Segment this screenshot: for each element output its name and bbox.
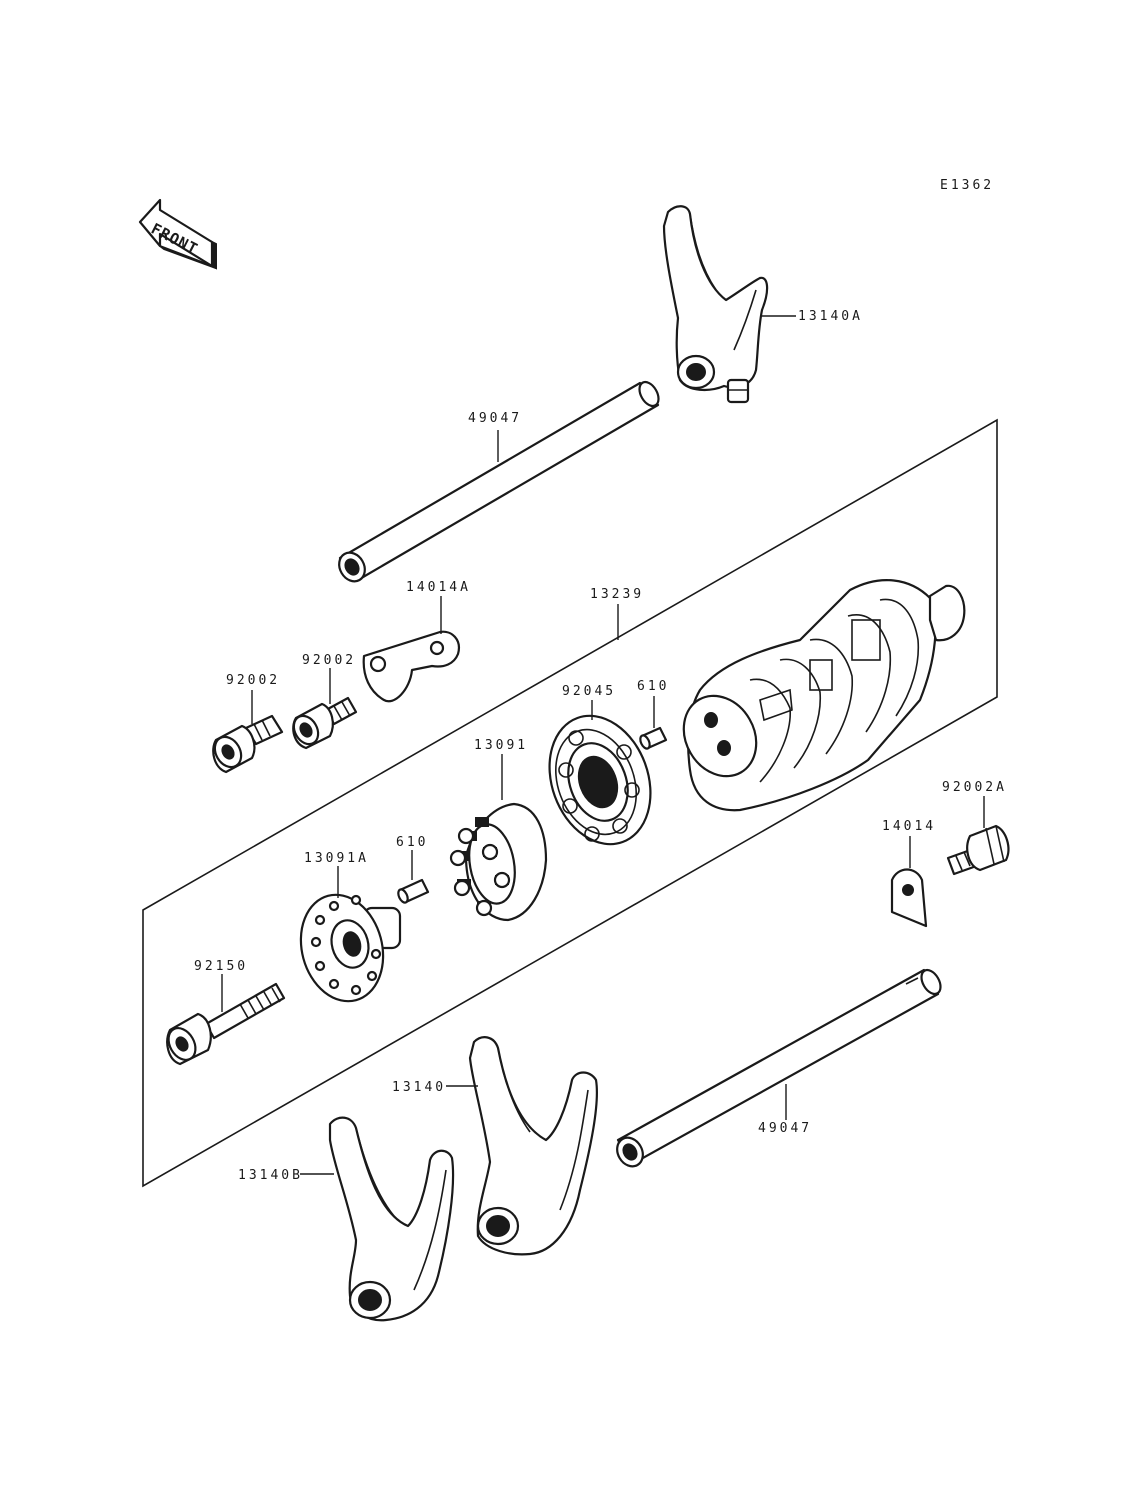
- shift-fork-13140b: [328, 1116, 455, 1322]
- pin-610-left: [397, 878, 430, 904]
- bolt-92150: [166, 982, 286, 1066]
- label-13140a: 13140A: [798, 309, 863, 324]
- label-92002a: 92002A: [942, 780, 1007, 795]
- label-13239: 13239: [590, 587, 644, 602]
- bolt-92002a: [946, 824, 1010, 876]
- label-610-left: 610: [396, 835, 428, 850]
- label-13140: 13140: [392, 1080, 446, 1095]
- label-92045: 92045: [562, 684, 616, 699]
- fork-shaft-top: [338, 380, 660, 583]
- label-92002-left: 92002: [226, 673, 280, 688]
- shift-fork-13140a: [662, 205, 769, 404]
- shift-drum-13239: [682, 579, 966, 812]
- label-13140b: 13140B: [238, 1168, 303, 1183]
- bearing-92045: [548, 714, 652, 846]
- fork-shaft-bottom: [616, 968, 942, 1168]
- pin-wheel-13091: [449, 802, 548, 922]
- label-14014a: 14014A: [406, 580, 471, 595]
- stopper-plate-14014: [890, 868, 928, 928]
- label-13091: 13091: [474, 738, 528, 753]
- bolt-92002-mid: [292, 696, 358, 750]
- front-arrow-icon: FRONT: [138, 198, 217, 270]
- bolt-92002-left: [212, 714, 284, 774]
- cam-plate-13091a: [299, 893, 402, 1003]
- label-92002-mid: 92002: [302, 653, 356, 668]
- label-14014: 14014: [882, 819, 936, 834]
- stopper-plate-14014a: [362, 630, 460, 703]
- label-610-right: 610: [637, 679, 669, 694]
- pin-610-right: [639, 726, 668, 750]
- label-92150: 92150: [194, 959, 248, 974]
- diagram-code: E1362: [940, 178, 994, 193]
- label-49047-top: 49047: [468, 411, 522, 426]
- label-49047-bottom: 49047: [758, 1121, 812, 1136]
- assembly-outline: [142, 418, 998, 1188]
- label-13091a: 13091A: [304, 851, 369, 866]
- shift-fork-13140: [468, 1036, 598, 1256]
